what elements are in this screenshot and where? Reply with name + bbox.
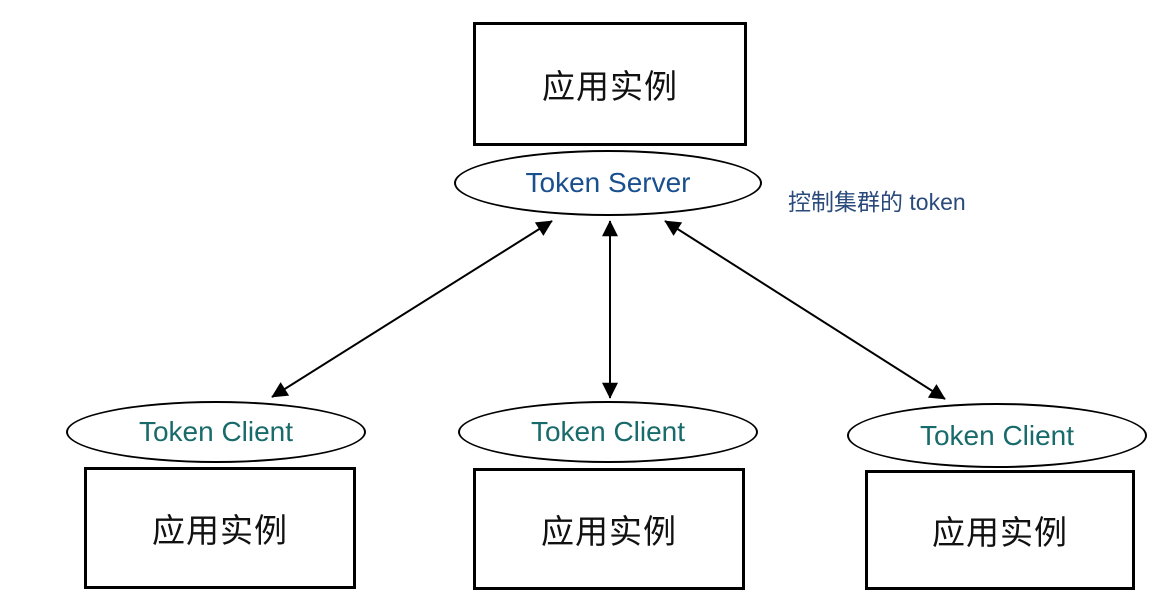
token-client-ellipse-right: Token Client [847, 403, 1147, 468]
arrow-server-client-right [664, 220, 946, 400]
arrow-server-client-left [271, 220, 553, 398]
token-server-ellipse: Token Server [454, 150, 762, 216]
app-instance-box-left: 应用实例 [84, 467, 356, 589]
app-instance-box-top: 应用实例 [473, 22, 747, 146]
annotation-label: 控制集群的 token [788, 189, 966, 215]
token-client-ellipse-middle: Token Client [458, 401, 758, 463]
token-client-ellipse-left: Token Client [66, 401, 366, 463]
app-instance-box-right: 应用实例 [865, 470, 1135, 590]
app-instance-box-middle: 应用实例 [473, 468, 745, 590]
